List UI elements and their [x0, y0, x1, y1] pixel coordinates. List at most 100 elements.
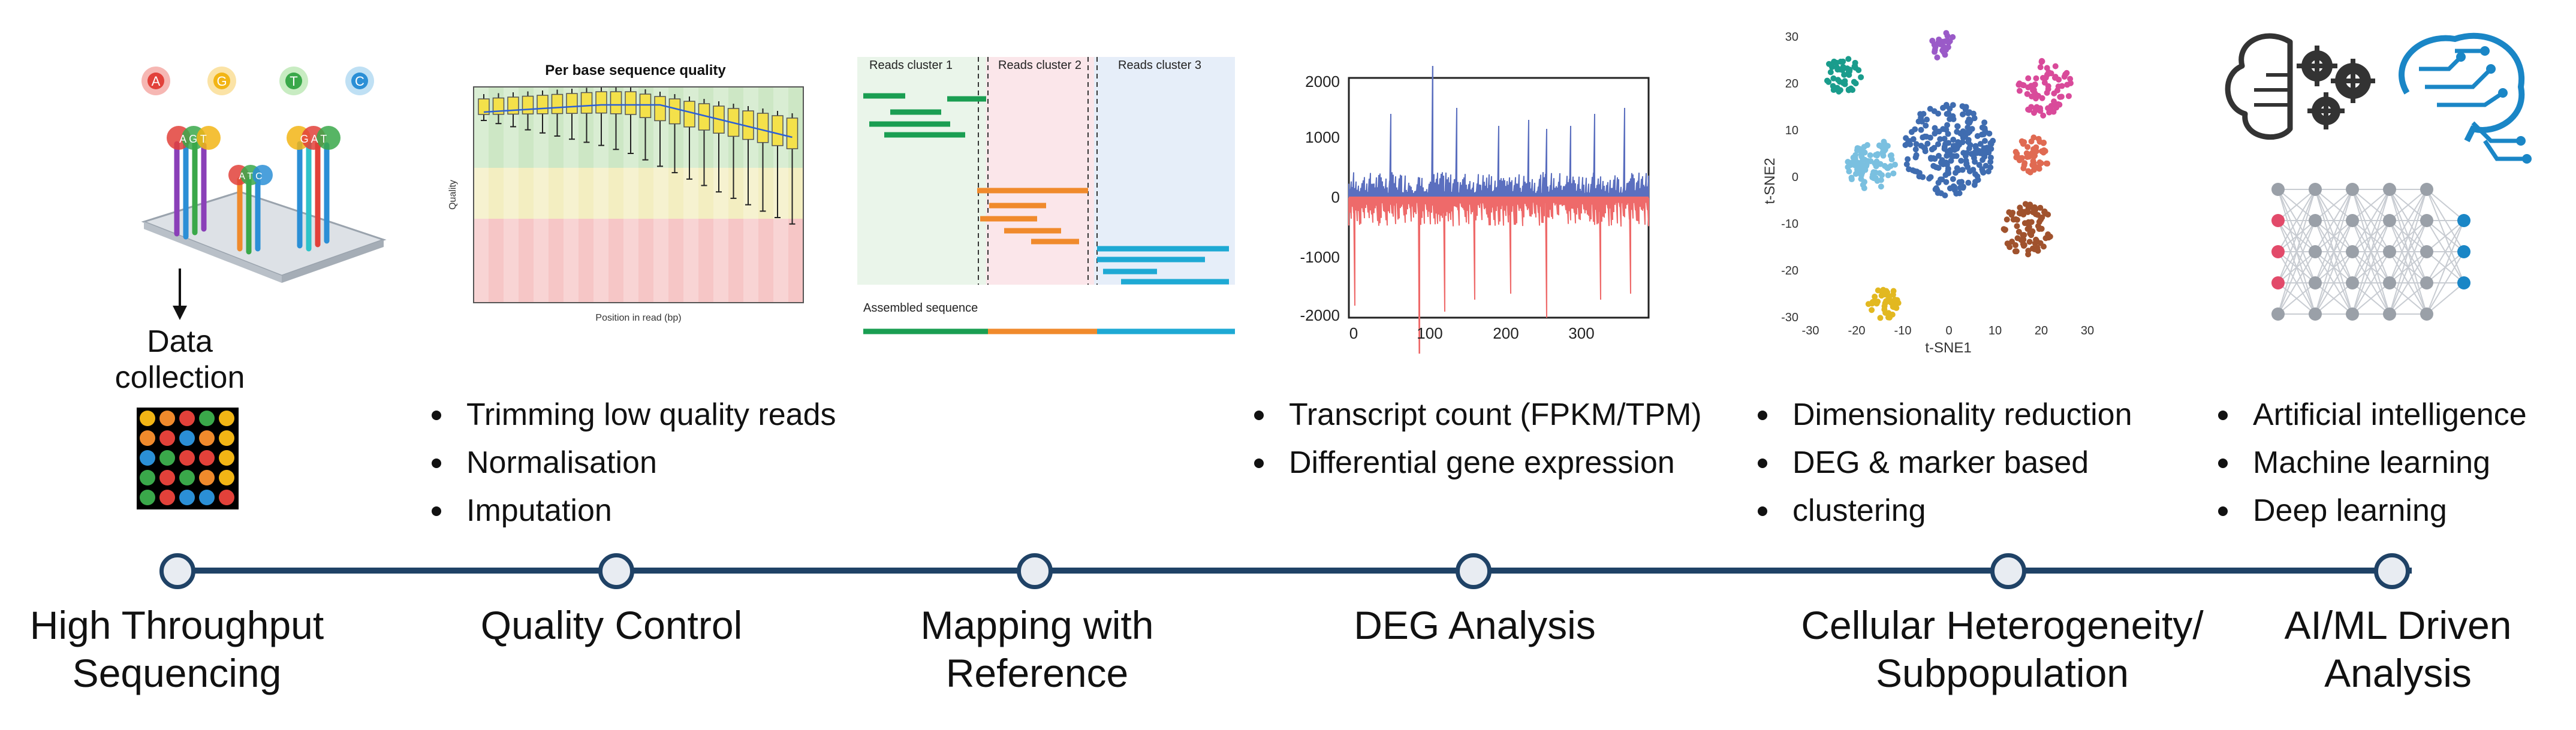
tsne-ytick-0: 0 — [1792, 171, 1798, 184]
tsne-point — [1872, 175, 1878, 182]
tsne-point — [1948, 158, 1954, 164]
tsne-point — [1987, 140, 1994, 146]
tsne-point — [1980, 131, 1987, 138]
tsne-point — [1945, 140, 1952, 146]
nn-node — [2420, 183, 2433, 196]
quality-box — [683, 101, 695, 128]
quality-box — [580, 92, 593, 114]
deg-xtick-100: 100 — [1417, 324, 1442, 342]
tsne-point — [1869, 307, 1875, 313]
tsne-point — [1972, 158, 1978, 165]
deg-analysis-bullet: Differential gene expression — [1254, 439, 1702, 487]
tsne-ytick-neg10: -10 — [1781, 218, 1798, 231]
tsne-point — [1890, 170, 1897, 177]
quality-box — [654, 96, 666, 122]
tsne-point — [1845, 87, 1852, 93]
tsne-point — [2030, 87, 2037, 93]
quality-box — [551, 93, 564, 114]
quality-box — [610, 91, 622, 114]
tsne-ytick-neg20: -20 — [1781, 264, 1798, 277]
tsne-point — [2030, 205, 2036, 212]
tsne-point — [1932, 49, 1938, 55]
nn-node — [2383, 245, 2396, 258]
arrow-down-icon — [173, 269, 187, 320]
tsne-point — [2037, 64, 2044, 71]
deg-analysis-bullet: Transcript count (FPKM/TPM) — [1254, 391, 1702, 439]
quality-control-bullets: Trimming low quality reads Normalisation… — [432, 391, 836, 535]
tsne-point — [2035, 92, 2041, 99]
tsne-point — [1852, 80, 1859, 87]
tsne-point — [1854, 147, 1860, 153]
ai-brain-gears-icon — [2225, 33, 2375, 140]
ai-circuit-brain-icon — [2399, 32, 2532, 164]
tsne-point — [2037, 108, 2044, 114]
tsne-point — [2009, 239, 2015, 245]
tsne-point — [1967, 141, 1974, 148]
tsne-point — [1988, 146, 1994, 152]
data-spot — [199, 430, 215, 446]
tsne-point — [1830, 75, 1837, 82]
tsne-point — [2025, 248, 2032, 254]
tsne-point — [2040, 149, 2047, 156]
tsne-point — [1935, 110, 1942, 117]
tsne-point — [2051, 74, 2058, 81]
tsne-point — [1924, 116, 1930, 123]
data-collection-line-1: Data — [147, 324, 213, 359]
deg-ytick-1000: 1000 — [1305, 128, 1340, 146]
data-spot — [199, 470, 215, 485]
tsne-point — [1927, 134, 1933, 141]
flow-cell-slide — [141, 191, 387, 277]
tsne-point — [1891, 300, 1898, 306]
heterogeneity-bullet: DEG & marker based — [1758, 439, 2132, 487]
quality-box — [639, 93, 652, 118]
pipeline-timeline — [177, 568, 2412, 574]
nn-node — [2383, 276, 2396, 289]
data-spot — [219, 470, 234, 485]
tsne-point — [2020, 165, 2027, 171]
probe-c-label: G A T — [300, 133, 327, 145]
tsne-point — [2030, 209, 2036, 216]
quality-box — [668, 98, 681, 125]
ai-ml-bullets: Artificial intelligence Machine learning… — [2218, 391, 2527, 535]
nn-node — [2420, 245, 2433, 258]
data-spot — [179, 450, 195, 466]
tsne-point — [1841, 71, 1848, 78]
stage-title-mapping: Mapping with Reference — [857, 601, 1217, 697]
tsne-point — [1845, 56, 1852, 62]
tsne-point — [1976, 162, 1983, 168]
tsne-point — [2034, 245, 2041, 251]
data-spot — [140, 470, 155, 485]
tsne-point — [1924, 140, 1931, 147]
tsne-point — [1963, 104, 1969, 111]
stage-title-deg: DEG Analysis — [1295, 601, 1655, 649]
quality-box — [537, 95, 549, 114]
quality-box — [492, 97, 505, 115]
quality-plot-title: Per base sequence quality — [545, 62, 726, 79]
tsne-point — [1911, 168, 1918, 174]
tsne-point — [2038, 160, 2044, 167]
ai-ml-bullet: Artificial intelligence — [2218, 391, 2527, 439]
tsne-point — [1882, 300, 1888, 307]
tsne-ytick-neg30: -30 — [1781, 311, 1798, 324]
tsne-point — [2032, 164, 2038, 170]
tsne-point — [1945, 165, 1951, 172]
stage-title-line: DEG Analysis — [1354, 603, 1596, 647]
timeline-node-ai-ml — [2374, 553, 2410, 589]
tsne-point — [1872, 293, 1878, 300]
tsne-point — [1845, 164, 1851, 170]
tsne-point — [1972, 143, 1979, 149]
tsne-point — [1943, 159, 1950, 166]
tsne-point — [1827, 69, 1834, 76]
nn-node — [2457, 276, 2470, 289]
tsne-point — [1859, 169, 1866, 176]
tsne-point — [1830, 87, 1837, 93]
tsne-point — [1867, 158, 1874, 164]
stage-title-heterogeneity: Cellular Heterogeneity/ Subpopulation — [1762, 601, 2242, 697]
tsne-point — [2014, 223, 2020, 230]
tsne-point — [1944, 111, 1950, 117]
tsne-point — [2016, 88, 2023, 94]
tsne-point — [2045, 212, 2051, 218]
stage-title-line: Subpopulation — [1875, 651, 2129, 695]
tsne-point — [1923, 122, 1929, 129]
timeline-node-sequencing — [159, 553, 195, 589]
